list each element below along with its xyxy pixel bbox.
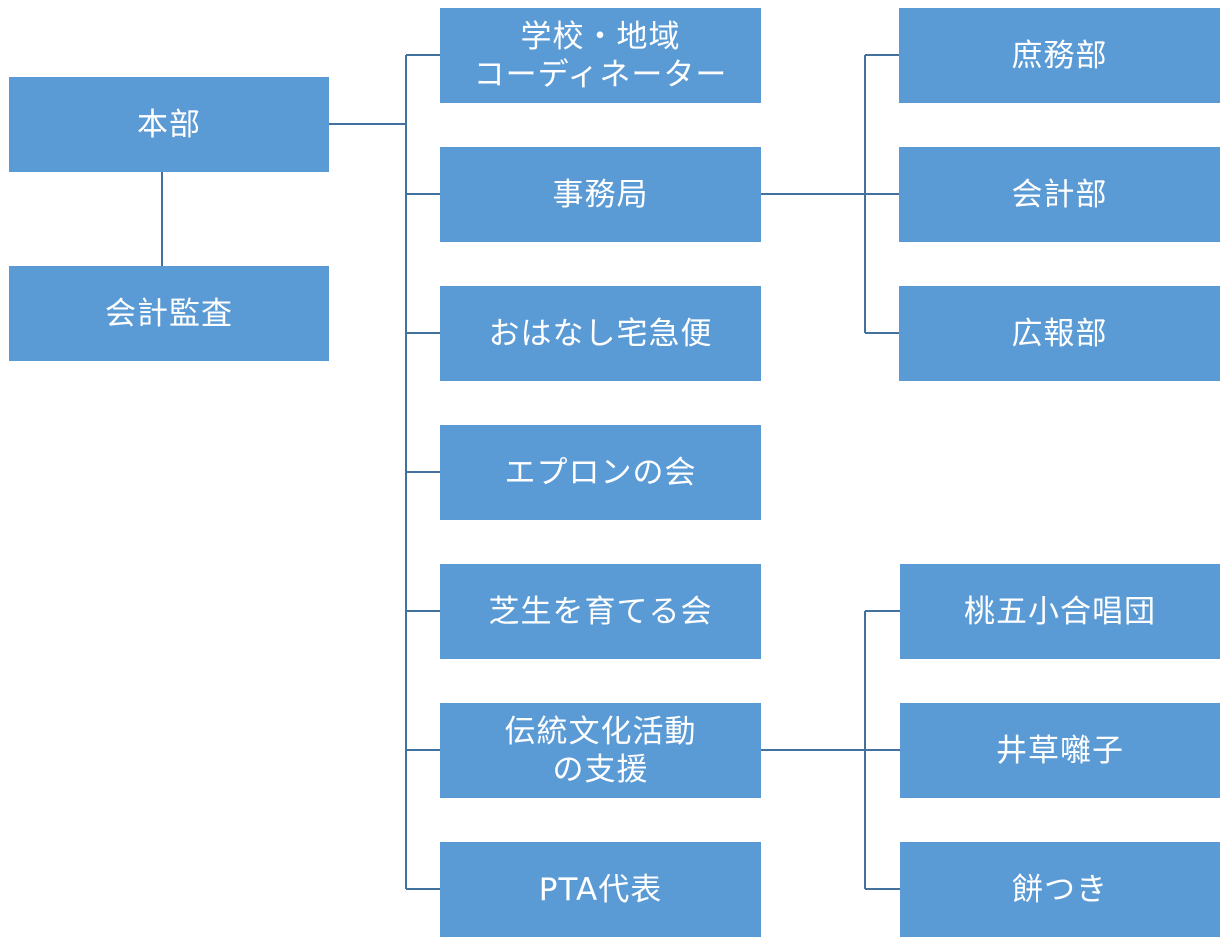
node-koho-label: 広報部 (1011, 315, 1108, 352)
node-shomu: 庶務部 (899, 8, 1220, 103)
node-dento: 伝統文化活動 の支援 (440, 703, 761, 798)
node-kaikei-kansa: 会計監査 (9, 266, 329, 361)
node-honbu: 本部 (9, 77, 329, 172)
node-shomu-label: 庶務部 (1011, 37, 1108, 74)
node-coordinator: 学校・地域 コーディネーター (440, 8, 761, 103)
node-gassho-label: 桃五小合唱団 (964, 593, 1156, 630)
node-gassho: 桃五小合唱団 (900, 564, 1220, 659)
node-mochi-label: 餅つき (1012, 871, 1108, 908)
node-coordinator-label-line1: 学校・地域 (520, 18, 681, 55)
node-epron: エプロンの会 (440, 425, 761, 520)
node-kaikei: 会計部 (899, 147, 1220, 242)
node-mochi: 餅つき (900, 842, 1220, 937)
node-hayashi-label: 井草囃子 (996, 732, 1124, 769)
node-epron-label: エプロンの会 (504, 454, 697, 491)
node-jimukyoku-label: 事務局 (552, 176, 649, 213)
node-shibafu: 芝生を育てる会 (440, 564, 761, 659)
node-jimukyoku: 事務局 (440, 147, 761, 242)
node-honbu-label: 本部 (137, 106, 201, 143)
node-ohanashi: おはなし宅急便 (440, 286, 761, 381)
node-ohanashi-label: おはなし宅急便 (488, 315, 713, 352)
node-pta-label: PTA代表 (538, 871, 663, 908)
node-pta: PTA代表 (440, 842, 761, 937)
node-dento-label-line1: 伝統文化活動 (504, 713, 697, 750)
node-hayashi: 井草囃子 (900, 703, 1220, 798)
node-koho: 広報部 (899, 286, 1220, 381)
node-coordinator-label-line2: コーディネーター (473, 56, 728, 93)
node-shibafu-label: 芝生を育てる会 (488, 593, 713, 630)
node-kaikei-label: 会計部 (1011, 176, 1108, 213)
node-dento-label-line2: の支援 (552, 751, 649, 788)
node-kaikei-kansa-label: 会計監査 (105, 295, 233, 332)
